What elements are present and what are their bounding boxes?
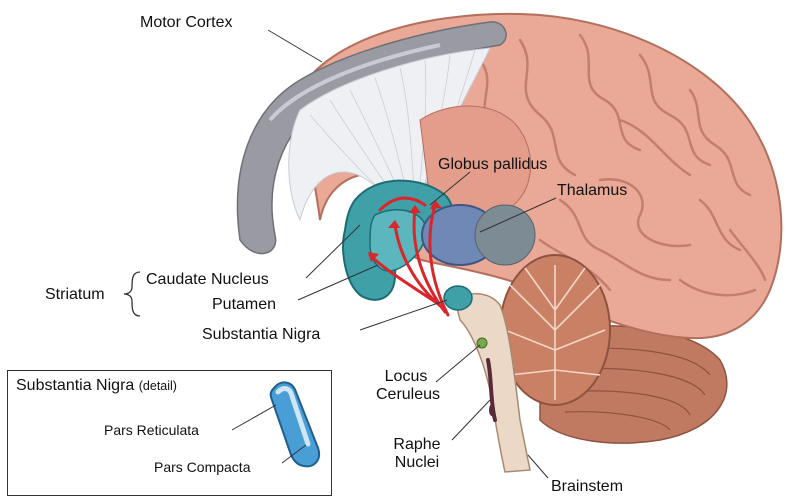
label-caudate-nucleus: Caudate Nucleus	[146, 271, 269, 288]
raphe-dot	[489, 404, 495, 416]
label-pars-compacta: Pars Compacta	[154, 459, 251, 475]
label-locus-line2: Ceruleus	[376, 386, 441, 404]
substantia-nigra-detail-box	[7, 370, 332, 496]
detail-title: Substantia Nigra (detail)	[16, 377, 177, 395]
label-pars-reticulata: Pars Reticulata	[104, 422, 199, 438]
arrow-heads	[368, 200, 442, 262]
arbor-vitae	[504, 265, 606, 400]
label-locus-ceruleus: Locus Ceruleus	[376, 368, 441, 405]
detail-title-text: Substantia Nigra	[16, 377, 135, 394]
label-thalamus: Thalamus	[557, 182, 628, 199]
leader-lines	[267, 29, 557, 479]
cerebellum-lower-folds	[559, 347, 711, 431]
label-putamen: Putamen	[212, 296, 277, 313]
striatum-bracket	[123, 271, 141, 317]
deep-grey	[474, 204, 536, 266]
motor-cortex-highlight	[268, 43, 441, 122]
label-brainstem: Brainstem	[551, 478, 624, 495]
label-raphe-line1: Raphe	[393, 436, 441, 453]
label-motor-cortex: Motor Cortex	[140, 14, 233, 31]
motor-cortex-strip	[236, 21, 507, 255]
label-locus-line1: Locus	[384, 368, 428, 385]
label-raphe-nuclei: Raphe Nuclei	[386, 436, 448, 473]
cortex-gyri	[478, 33, 767, 297]
label-substantia-nigra: Substantia Nigra	[202, 326, 321, 343]
detail-leader-lines	[231, 404, 307, 464]
raphe-nuclei-shape	[486, 358, 497, 422]
substantia-nigra-shape	[443, 285, 473, 311]
nigra-detail-capsule	[269, 381, 320, 468]
detail-title-note: (detail)	[138, 379, 177, 393]
label-raphe-line2: Nuclei	[394, 454, 440, 472]
label-globus-pallidus: Globus pallidus	[438, 156, 548, 173]
label-striatum: Striatum	[45, 286, 105, 303]
